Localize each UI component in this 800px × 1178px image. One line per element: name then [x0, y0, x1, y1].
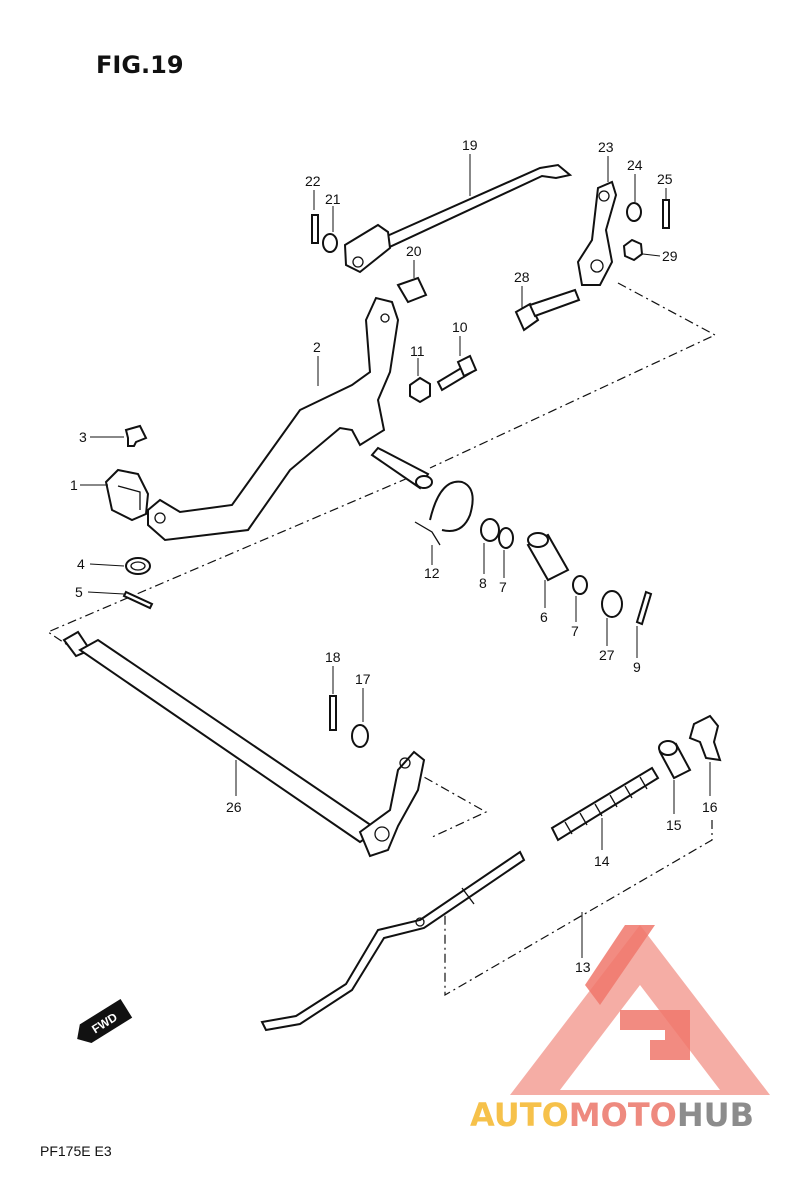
part-28-bolt: [514, 288, 581, 332]
part-9-cotter-pin: [635, 590, 653, 626]
part-16-wing-nut: [688, 714, 722, 762]
part-11-nut: [409, 376, 431, 404]
callout-15: 15: [666, 817, 682, 833]
part-24-washer: [626, 202, 642, 222]
part-4-spring: [125, 557, 151, 575]
part-26-shaft: [62, 630, 426, 858]
part-21-washer: [322, 233, 338, 253]
fwd-arrow-icon: FWD: [77, 998, 133, 1044]
part-15-collar: [658, 740, 692, 780]
part-22-bolt: [311, 214, 319, 244]
part-23-arm: [576, 180, 618, 286]
callout-27: 27: [599, 647, 615, 663]
part-14-threaded-rod: [550, 766, 660, 842]
watermark-text: AUTOMOTOHUB: [470, 1096, 754, 1134]
leader-lines: [80, 154, 711, 958]
part-29-nut: [622, 238, 644, 262]
callout-29: 29: [662, 248, 678, 264]
callout-11: 11: [410, 343, 425, 359]
callout-17: 17: [355, 671, 371, 687]
callout-20: 20: [406, 243, 422, 259]
part-8-washer: [480, 518, 500, 542]
part-13-rod: [260, 850, 526, 1032]
part-12-spring: [414, 480, 474, 546]
part-2-lever: [147, 296, 433, 542]
part-17-washer: [351, 724, 369, 748]
callouts: 22 21 19 20 23 24 25 29 28 2 11 10 3 1 1…: [70, 137, 718, 975]
part-7-washer: [498, 527, 514, 549]
part-25-bolt: [662, 199, 670, 229]
callout-26: 26: [226, 799, 242, 815]
part-20-bushing: [396, 276, 428, 304]
part-27-washer: [601, 590, 623, 618]
part-1-block: [104, 468, 150, 522]
callout-2: 2: [313, 339, 321, 355]
callout-23: 23: [598, 139, 614, 155]
callout-3: 3: [79, 429, 87, 445]
callout-24: 24: [627, 157, 643, 173]
callout-10: 10: [452, 319, 468, 335]
callout-5: 5: [75, 584, 83, 600]
callout-21: 21: [325, 191, 341, 207]
part-5-cotter-pin: [122, 590, 154, 610]
callout-16: 16: [702, 799, 718, 815]
part-18-bolt: [329, 695, 337, 731]
callout-18: 18: [325, 649, 341, 665]
callout-28: 28: [514, 269, 530, 285]
figure-title: FIG.19: [96, 51, 184, 79]
callout-22: 22: [305, 173, 321, 189]
footer-code: PF175E E3: [40, 1143, 112, 1159]
part-3-pin: [124, 424, 148, 447]
callout-14: 14: [594, 853, 610, 869]
callout-4: 4: [77, 556, 85, 572]
assembly-lines: [46, 282, 717, 997]
callout-19: 19: [462, 137, 478, 153]
callout-6: 6: [540, 609, 548, 625]
watermark-auto: AUTO: [470, 1096, 569, 1134]
callout-7: 7: [499, 579, 507, 595]
part-10-bolt-head: [456, 354, 478, 378]
callout-9: 9: [633, 659, 641, 675]
callout-7-lower: 7: [571, 623, 579, 639]
watermark-moto: MOTO: [569, 1096, 677, 1134]
part-19-rod: [343, 163, 573, 274]
part-6-collar: [526, 532, 570, 582]
watermark-logo: [510, 925, 770, 1095]
callout-13: 13: [575, 959, 591, 975]
watermark-hub: HUB: [677, 1096, 754, 1134]
callout-12: 12: [424, 565, 440, 581]
callout-1: 1: [70, 477, 78, 493]
part-7-washer-2: [572, 575, 588, 595]
callout-8: 8: [479, 575, 487, 591]
callout-25: 25: [657, 171, 673, 187]
